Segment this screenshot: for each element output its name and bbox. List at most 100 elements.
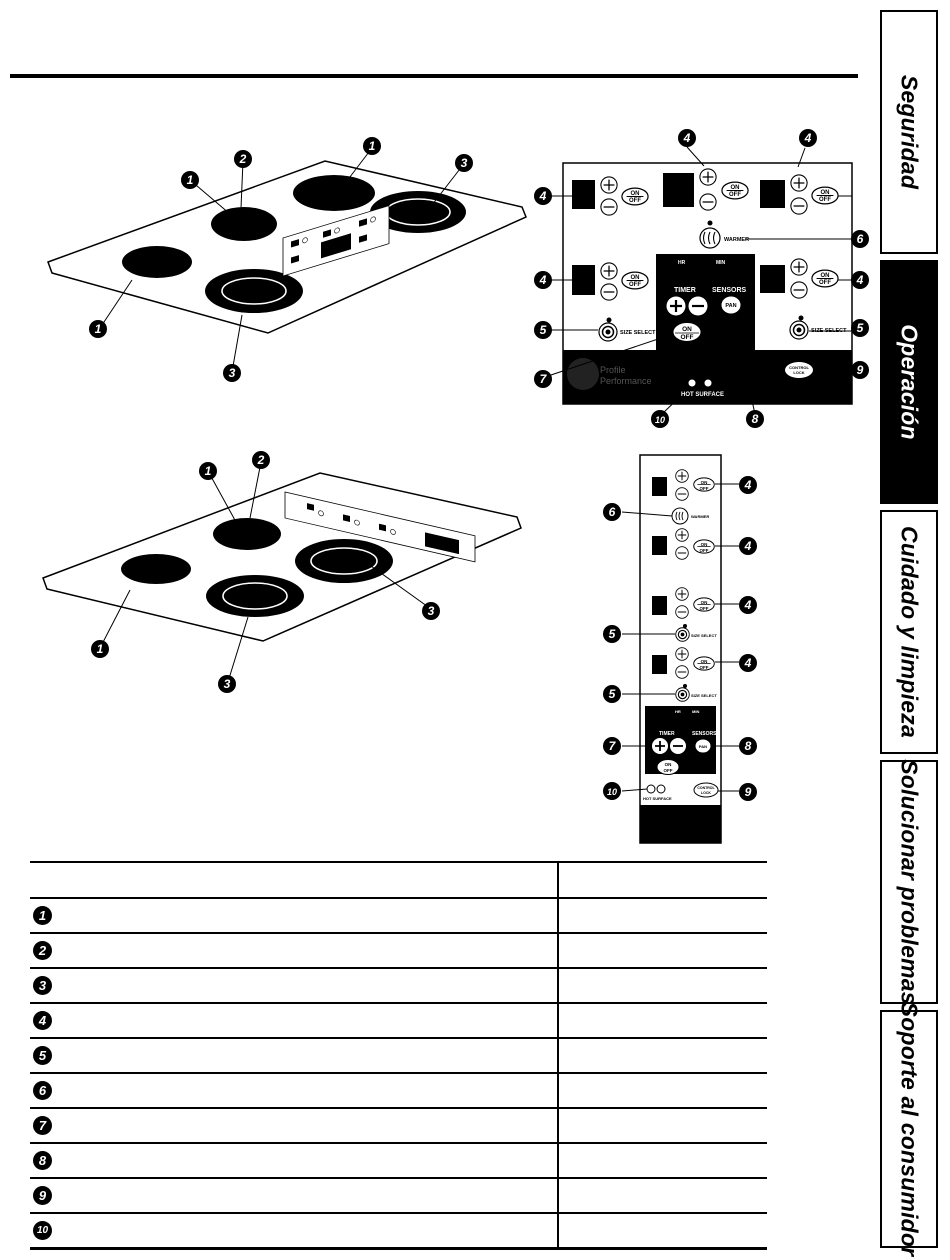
on-label: ON: [701, 542, 708, 547]
panel-text: ON OFF ON OFF ON OFF ON OFF ON OFF WARME…: [600, 185, 847, 801]
tab-seguridad[interactable]: Seguridad: [880, 10, 938, 254]
svg-text:7: 7: [609, 739, 617, 753]
tab-soporte-al-consumidor[interactable]: Soporte al consumidor: [880, 1002, 938, 1256]
tab-label: Seguridad: [896, 74, 923, 190]
svg-text:6: 6: [609, 505, 616, 519]
lock-label: LOCK: [793, 370, 804, 375]
table-row: 1: [30, 899, 767, 934]
header-rule: [10, 74, 858, 78]
warmer-label: WARMER: [724, 237, 749, 243]
callout-number: 1: [33, 906, 52, 925]
callout-marker: 1: [89, 320, 107, 338]
callout-marker: 3: [422, 602, 440, 620]
table-row: 3: [30, 969, 767, 1004]
callout-marker: 8: [739, 737, 757, 755]
on-label: ON: [701, 480, 708, 485]
callout-marker: 5: [603, 625, 621, 643]
table-row: 7: [30, 1109, 767, 1144]
svg-text:1: 1: [97, 642, 104, 656]
callout-marker: 6: [851, 230, 869, 248]
svg-text:6: 6: [857, 232, 864, 246]
callout-marker: 2: [234, 150, 252, 168]
tab-label: Operación: [896, 324, 923, 440]
off-label: OFF: [700, 486, 709, 491]
control-label: CONTROL: [697, 786, 715, 790]
callout-marker: 4: [534, 271, 552, 289]
burner: [295, 539, 393, 583]
burner: [293, 175, 375, 211]
timer-label: TIMER: [659, 731, 675, 737]
tab-solucionar-problemas[interactable]: Solucionar problemas: [880, 759, 938, 1005]
svg-text:3: 3: [224, 677, 231, 691]
callout-markers: 1 2 1 3 1 3 4 4 4 6 4 4 5 5 7 9 10 8 1 2…: [89, 129, 869, 801]
callout-number: 8: [33, 1151, 52, 1170]
svg-text:4: 4: [744, 598, 752, 612]
callout-marker: 10: [603, 782, 621, 800]
svg-text:1: 1: [205, 464, 212, 478]
callout-marker: 4: [739, 654, 757, 672]
hr-label: HR: [678, 260, 686, 266]
callout-number: 4: [33, 1011, 52, 1030]
tab-operacion[interactable]: Operación: [880, 260, 938, 504]
hot-surface-label: HOT SURFACE: [643, 796, 672, 801]
callout-marker: 1: [91, 640, 109, 658]
off-label: OFF: [629, 198, 641, 204]
callout-marker: 4: [739, 537, 757, 555]
callout-marker: 1: [363, 137, 381, 155]
burner: [122, 246, 192, 278]
mini-control-panel: [284, 491, 476, 563]
svg-text:8: 8: [752, 412, 759, 426]
callout-number: 10: [33, 1221, 52, 1240]
svg-text:10: 10: [655, 415, 665, 425]
cooktop-30-inch: [42, 461, 522, 686]
control-label: CONTROL: [789, 365, 809, 370]
size-select-label: SIZE SELECT: [691, 633, 717, 638]
callout-number: 5: [33, 1046, 52, 1065]
table-row: 5: [30, 1039, 767, 1074]
brand-label: Profile: [600, 365, 626, 375]
section-tabs: Seguridad Operación Cuidado y limpieza S…: [880, 10, 938, 1256]
callout-marker: 1: [199, 462, 217, 480]
lock-label: LOCK: [701, 791, 711, 795]
size-select-label: SIZE SELECT: [691, 693, 717, 698]
callout-marker: 4: [739, 476, 757, 494]
callout-number: 2: [33, 941, 52, 960]
callout-marker: 5: [851, 319, 869, 337]
off-label: OFF: [629, 282, 641, 288]
svg-text:4: 4: [539, 273, 547, 287]
callout-marker: 8: [746, 410, 764, 428]
on-label: ON: [631, 275, 640, 281]
burner: [213, 518, 281, 550]
off-label: OFF: [681, 334, 694, 341]
svg-text:5: 5: [540, 323, 547, 337]
on-label: ON: [821, 190, 830, 196]
svg-text:4: 4: [744, 478, 752, 492]
callout-marker: 3: [223, 364, 241, 382]
tab-label: Cuidado y limpieza: [896, 526, 923, 738]
callout-marker: 7: [534, 370, 552, 388]
svg-text:3: 3: [461, 156, 468, 170]
table-row: 2: [30, 934, 767, 969]
off-label: OFF: [729, 192, 741, 198]
min-label: MIN: [692, 709, 699, 714]
svg-text:5: 5: [609, 627, 616, 641]
svg-text:9: 9: [745, 785, 752, 799]
on-label: ON: [701, 659, 708, 664]
tab-cuidado-y-limpieza[interactable]: Cuidado y limpieza: [880, 510, 938, 754]
size-select-label: SIZE SELECT: [620, 330, 656, 336]
callout-marker: 4: [739, 596, 757, 614]
svg-text:9: 9: [857, 363, 864, 377]
sensors-label: SENSORS: [692, 731, 717, 737]
table-row: 8: [30, 1144, 767, 1179]
svg-text:5: 5: [857, 321, 864, 335]
callout-marker: 4: [678, 129, 696, 147]
tab-label: Soporte al consumidor: [896, 1001, 923, 1257]
callout-number: 9: [33, 1186, 52, 1205]
burner: [370, 191, 466, 233]
callout-marker: 5: [534, 321, 552, 339]
on-label: ON: [821, 273, 830, 279]
svg-text:7: 7: [540, 372, 548, 386]
off-label: OFF: [664, 768, 673, 773]
brand-label: Performance: [600, 376, 652, 386]
svg-text:2: 2: [239, 152, 247, 166]
